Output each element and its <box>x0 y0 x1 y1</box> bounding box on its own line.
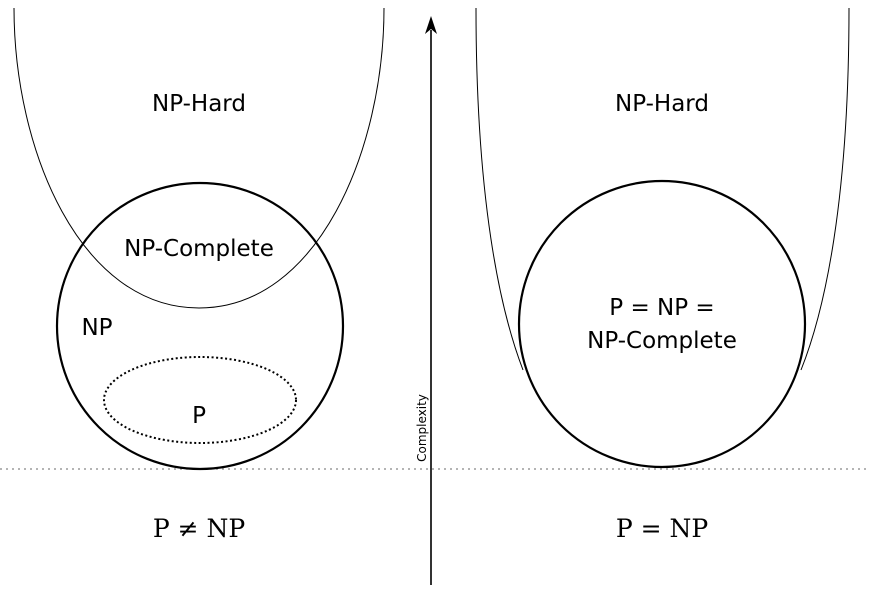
left-caption: P ≠ NP <box>153 514 245 543</box>
left-np-complete-label: NP-Complete <box>124 236 274 262</box>
right-np-hard-boundary <box>475 7 524 371</box>
axis-arrowhead-icon <box>425 16 437 34</box>
left-np-circle <box>55 181 345 471</box>
left-np-hard-boundary <box>13 7 385 309</box>
left-p-ellipse <box>103 356 297 444</box>
right-caption: P = NP <box>616 514 708 543</box>
axis-label: Complexity <box>415 394 429 462</box>
left-panel: NP-Hard NP-Complete NP P P ≠ NP <box>13 7 385 543</box>
left-p-label: P <box>192 403 206 429</box>
right-merged-circle <box>517 179 807 469</box>
right-np-hard-label: NP-Hard <box>615 91 709 117</box>
right-merged-label-line2: NP-Complete <box>587 328 737 354</box>
right-np-hard-boundary-right <box>800 7 850 371</box>
left-np-label: NP <box>81 315 112 341</box>
right-panel: NP-Hard P = NP = NP-Complete P = NP <box>475 7 850 543</box>
left-np-hard-label: NP-Hard <box>152 91 246 117</box>
right-merged-label-line1: P = NP = <box>609 295 714 321</box>
complexity-axis: Complexity <box>415 16 437 585</box>
